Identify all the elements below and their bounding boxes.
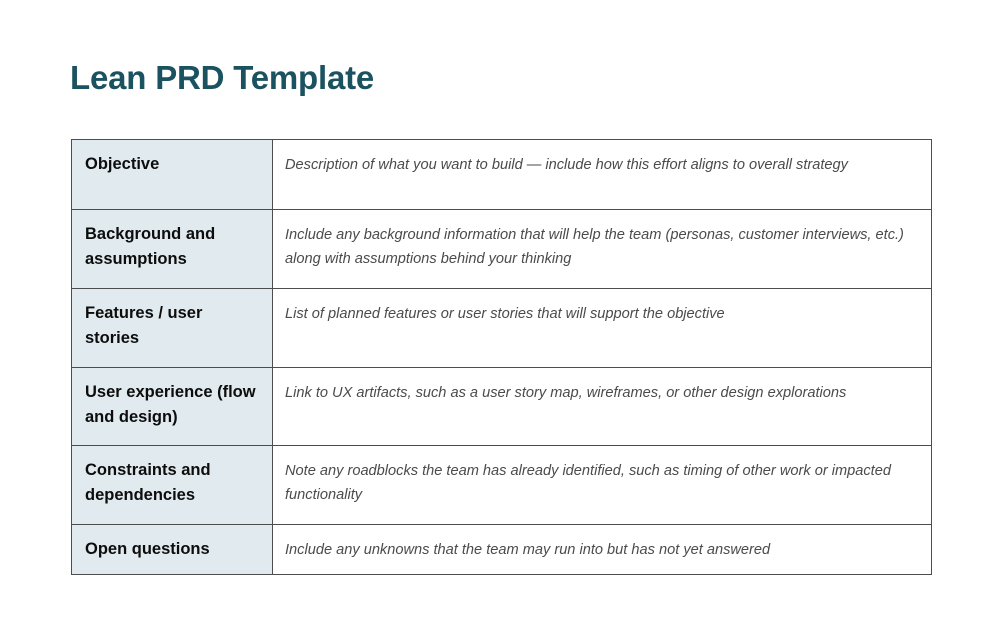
- row-description-user-experience[interactable]: Link to UX artifacts, such as a user sto…: [272, 367, 932, 446]
- row-description-objective[interactable]: Description of what you want to build — …: [272, 139, 932, 210]
- row-label-open-questions: Open questions: [71, 523, 273, 576]
- table-row: User experience (flow and design) Link t…: [71, 367, 932, 446]
- row-description-constraints-and-dependencies[interactable]: Note any roadblocks the team has already…: [272, 445, 932, 525]
- row-label-constraints-and-dependencies: Constraints and dependencies: [71, 445, 273, 525]
- lean-prd-table: Objective Description of what you want t…: [71, 139, 932, 576]
- table-row: Open questions Include any unknowns that…: [71, 523, 932, 576]
- table-row: Background and assumptions Include any b…: [71, 209, 932, 289]
- row-description-features-user-stories[interactable]: List of planned features or user stories…: [272, 288, 932, 368]
- table-row: Objective Description of what you want t…: [71, 139, 932, 210]
- row-label-objective: Objective: [71, 139, 273, 210]
- row-description-background-and-assumptions[interactable]: Include any background information that …: [272, 209, 932, 289]
- row-label-background-and-assumptions: Background and assumptions: [71, 209, 273, 289]
- row-label-features-user-stories: Features / user stories: [71, 288, 273, 368]
- table-row: Constraints and dependencies Note any ro…: [71, 445, 932, 525]
- row-label-user-experience: User experience (flow and design): [71, 367, 273, 446]
- page-title: Lean PRD Template: [70, 59, 375, 96]
- table-row: Features / user stories List of planned …: [71, 288, 932, 368]
- row-description-open-questions[interactable]: Include any unknowns that the team may r…: [272, 523, 932, 576]
- table-body: Objective Description of what you want t…: [71, 139, 932, 576]
